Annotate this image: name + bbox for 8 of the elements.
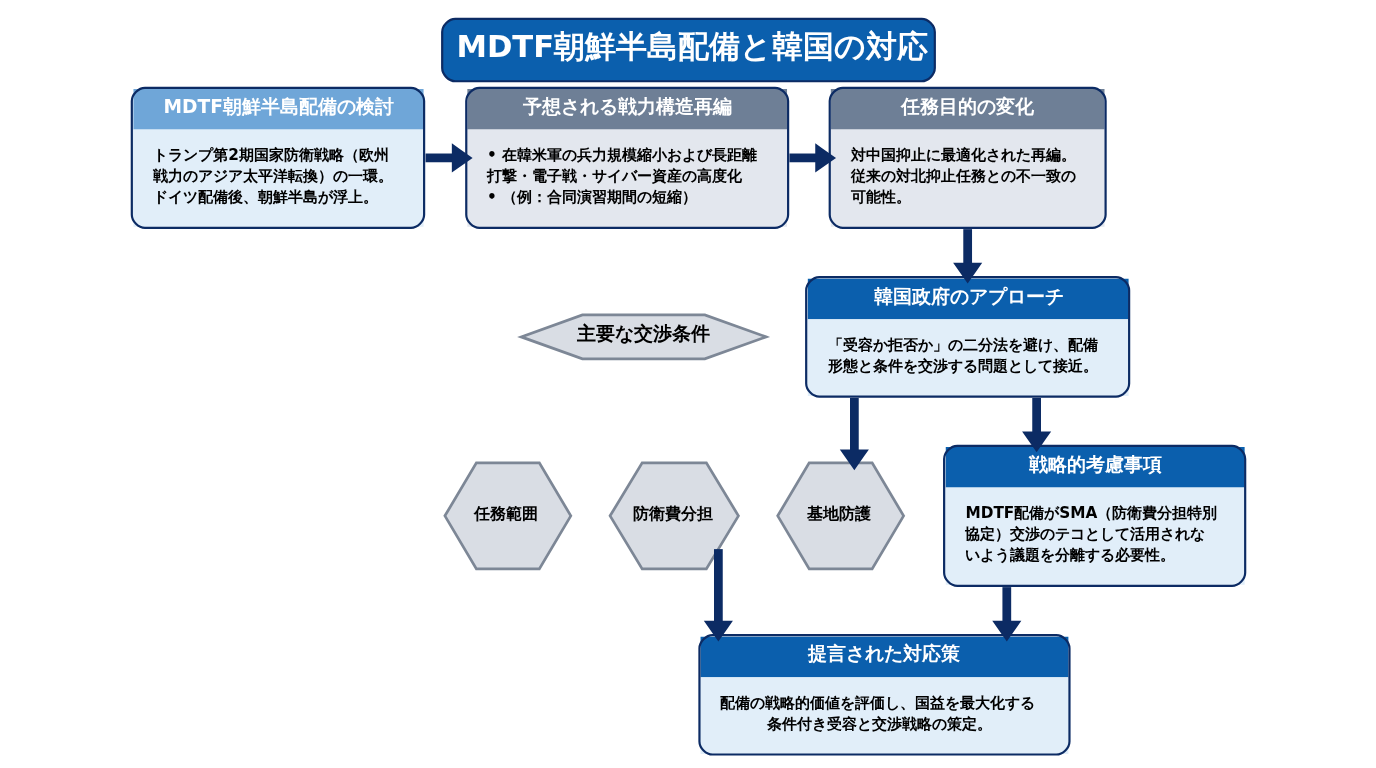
arrow: [788, 142, 836, 172]
arrow: [1021, 397, 1051, 452]
arrow: [703, 548, 733, 642]
arrow: [952, 228, 982, 284]
arrow: [991, 586, 1021, 642]
arrow: [425, 142, 473, 172]
diagram-title: MDTF朝鮮半島配備と韓国の対応: [455, 28, 928, 64]
arrow: [839, 397, 869, 470]
